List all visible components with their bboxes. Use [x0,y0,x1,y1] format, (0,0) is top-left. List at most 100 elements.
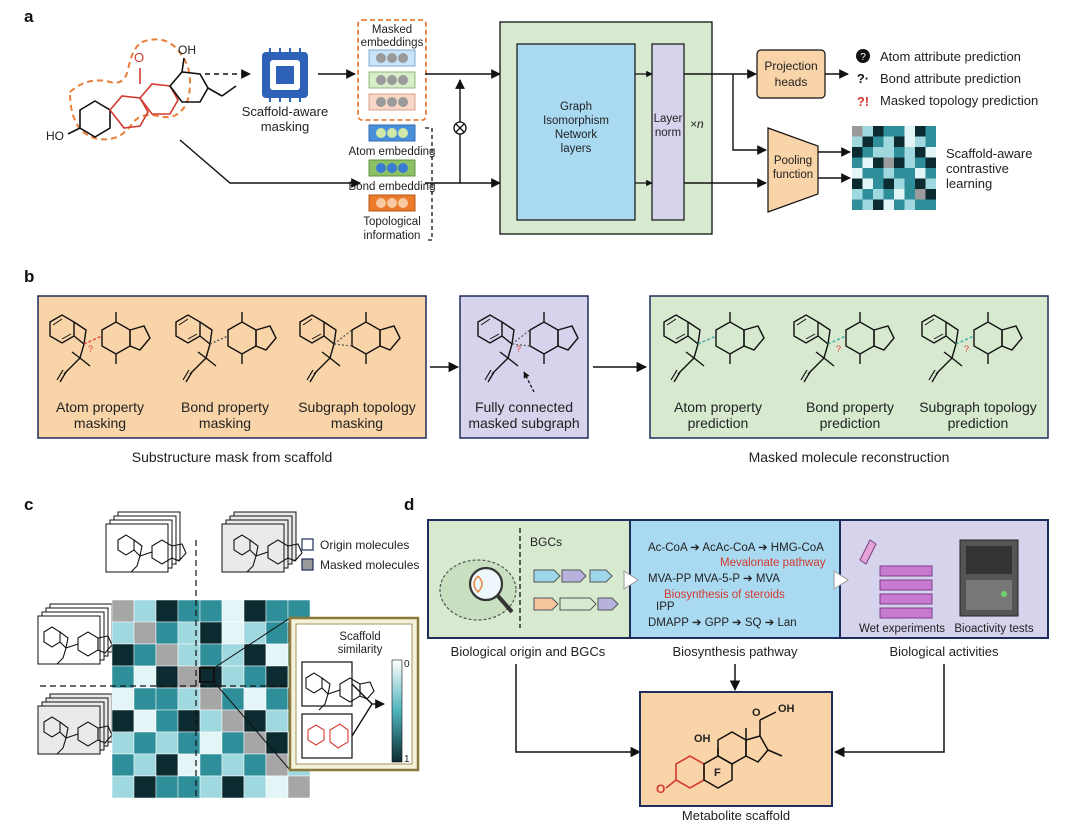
steroid-o-top: O [752,707,761,719]
masked-embeddings-box [357,19,427,121]
heatmap-cell [221,621,245,645]
heatmap-cell [177,775,201,799]
arrow-activity-to-scaffold [833,664,945,758]
matrix-cell [873,189,884,200]
heatmap-cell [177,665,201,689]
layer-norm-box [651,43,685,221]
heatmap-cell [133,665,157,689]
legend-masked-label: Masked molecules [320,558,419,572]
flavone-molecule: O OH HO [46,38,237,143]
masked-embeddings-label-2: embeddings [361,37,424,49]
heatmap-cell [133,621,157,645]
zoom-line-bottom [213,681,291,771]
inset-origin-card [301,661,353,707]
bond-attr-icon: ?· [857,71,869,86]
heatmap-cell [265,621,289,645]
gin-layers-box [516,43,636,221]
matrix-cell [883,178,894,189]
caption-mask: Substructure mask from scaffold [132,449,332,465]
matrix-cell [883,157,894,168]
masked-embedding-atom [368,49,416,67]
heatmap-cell [265,643,289,667]
heatmap-cell [287,775,311,799]
heatmap-cell [221,731,245,755]
steroid-f: F [714,767,721,779]
contrastive-matrix [852,126,936,210]
matrix-cell [915,126,926,137]
heatmap-cell [155,599,179,623]
masked-embedding-topo [368,93,416,111]
matrix-cell [925,199,936,210]
heatmap-cell [111,753,135,777]
projection-label-2: heads [775,75,808,89]
matrix-cell [894,157,905,168]
heatmap-cell [221,687,245,711]
matrix-cell [925,189,936,200]
matrix-cell [862,189,873,200]
matrix-cell [894,189,905,200]
masked-embeddings-label-1: Masked [372,24,412,36]
matrix-cell [894,168,905,179]
arrow-mol-to-embeddings [179,139,361,188]
chevron-bgc-to-pathway [623,570,639,590]
heatmap-cell [155,687,179,711]
mask-panel [37,295,427,439]
bgcs-label: BGCs [530,535,562,549]
heatmap-cell [111,731,135,755]
panel-d-letter: d [404,495,414,514]
matrix-cell [873,168,884,179]
projection-label-1: Projection [764,59,817,73]
scaffold-similarity-1: Scaffold [339,631,380,643]
matrix-cell [862,199,873,210]
matrix-cell [852,199,863,210]
matrix-cell [894,178,905,189]
prediction-panel [649,295,1049,439]
fully-connected-2: masked subgraph [468,415,579,431]
oh-top-label: OH [178,43,196,57]
matrix-cell [852,178,863,189]
pred-label-3a: Subgraph topology [919,399,1037,415]
heatmap-cell [199,599,223,623]
matrix-cell [915,189,926,200]
heatmap-cell [111,621,135,645]
gin-line-4: layers [561,143,592,155]
matrix-cell [883,168,894,179]
mask-highlight-atoms: ? [83,335,103,354]
heatmap-cell [111,665,135,689]
heatmap-cell [155,731,179,755]
matrix-cell [852,126,863,137]
matrix-cell [925,157,936,168]
matrix-cell [904,157,915,168]
scaffold-similarity-2: similarity [338,644,383,656]
fully-connected-1: Fully connected [475,399,573,415]
svg-text:?: ? [964,344,969,354]
heatmap-cell [111,775,135,799]
wet-experiment-icon [859,539,933,619]
heatmap-cell [155,753,179,777]
heatmap-cell [221,599,245,623]
heatmap-cell [177,687,201,711]
matrix-cell [862,157,873,168]
heatmap-cell [199,775,223,799]
layer-norm-1: Layer [654,113,683,125]
inset-masked-molecule [307,723,349,749]
heatmap-cell [133,753,157,777]
matrix-cell [862,147,873,158]
caption-reconstruction: Masked molecule reconstruction [749,449,950,465]
matrix-cell [862,168,873,179]
matrix-cell [894,199,905,210]
heatmap-cell [243,687,267,711]
subgraph-pointer [523,371,535,393]
matrix-cell [894,147,905,158]
heatmap-cell [155,665,179,689]
pred-label-1a: Atom property [674,399,762,415]
matrix-cell [862,178,873,189]
pooling-label-1: Pooling [774,155,812,167]
bond-embedding-label: Bond embedding [349,181,436,193]
pathway-line-3: IPP [656,601,675,613]
heatmap-cell [243,665,267,689]
heatmap-cell [177,731,201,755]
heatmap-cell [265,753,289,777]
pathway-line-4: DMAPP ➔ GPP ➔ SQ ➔ Lan [648,617,797,629]
arrow-branch-to-pooling [732,74,767,155]
